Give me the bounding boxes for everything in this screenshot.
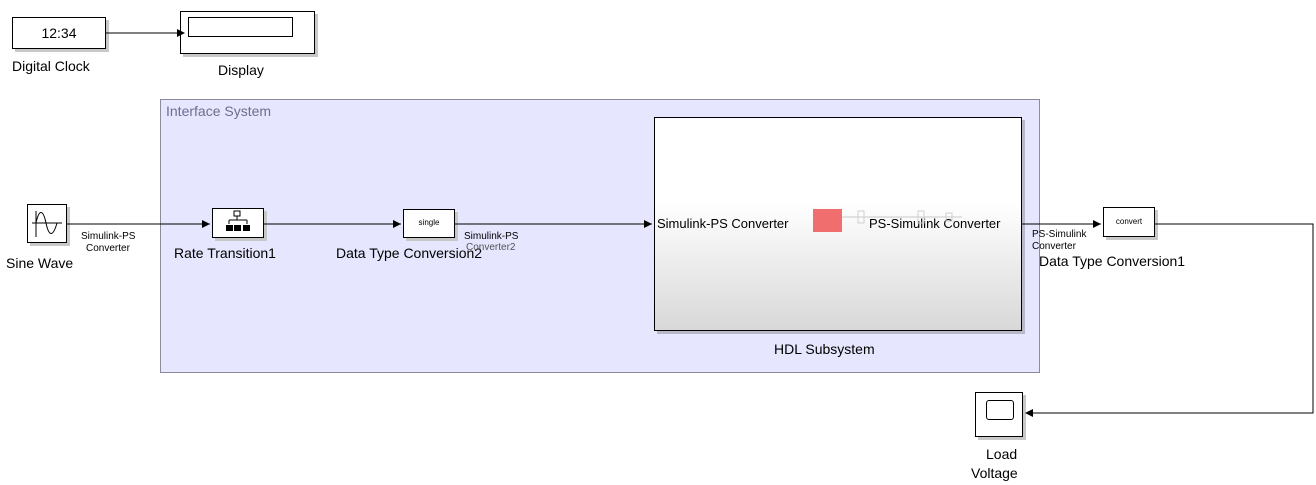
clock-readout: 12:34 (41, 25, 77, 41)
load-voltage-label-line2: Voltage (971, 465, 1018, 481)
sp-converter-label-line2: Converter (86, 243, 130, 254)
hdl-internal-block (813, 209, 842, 232)
display-label: Display (218, 62, 264, 78)
rate-transition-label: Rate Transition1 (174, 245, 276, 261)
hdl-out-port-label: PS-Simulink Converter (869, 216, 1001, 231)
ps-converter-label-line2: Converter (1032, 241, 1076, 252)
sp-converter2-label-line1: Simulink-PS (464, 231, 519, 242)
sp-converter2-label-line2: Converter2 (466, 242, 516, 253)
data-type-conversion2-block[interactable]: single (403, 209, 455, 238)
display-block[interactable] (180, 11, 315, 54)
rate-transition-block[interactable] (212, 208, 264, 238)
ps-converter-label-line1: PS-Simulink (1032, 229, 1087, 240)
hdl-faint-internal-lines (842, 210, 962, 224)
dtc1-icon-text: convert (1115, 217, 1143, 226)
display-screen (188, 17, 293, 37)
sine-wave-label: Sine Wave (6, 255, 74, 271)
dtc2-icon-text: single (418, 218, 440, 227)
data-type-conversion2-label: Data Type Conversion2 (336, 245, 483, 261)
data-type-conversion1-label: Data Type Conversion1 (1039, 253, 1186, 269)
sp-converter-label-line1: Simulink-PS (81, 231, 136, 242)
load-voltage-label-line1: Load (986, 446, 1018, 462)
hdl-in-port-label: Simulink-PS Converter (657, 216, 789, 231)
sine-wave-block[interactable] (27, 204, 67, 243)
scope-screen-icon (986, 400, 1014, 420)
digital-clock-label: Digital Clock (12, 58, 90, 74)
data-type-conversion1-block[interactable]: convert (1103, 207, 1155, 237)
load-voltage-scope-block[interactable] (975, 392, 1023, 437)
hdl-subsystem-label: HDL Subsystem (774, 341, 875, 357)
interface-system-title: Interface System (166, 103, 272, 119)
rate-transition-icon (226, 210, 250, 231)
sine-wave-icon (32, 211, 62, 237)
digital-clock-block[interactable]: 12:34 (12, 17, 106, 49)
